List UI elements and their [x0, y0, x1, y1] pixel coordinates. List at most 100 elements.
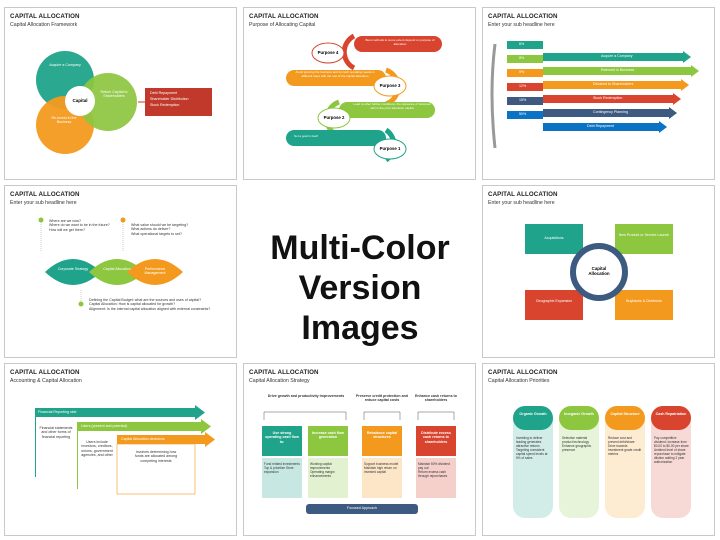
priority-item: Investing to deliver leading generates a…: [516, 436, 543, 448]
slide-title: CAPITAL ALLOCATION: [488, 191, 558, 198]
bullet-item: Support business model: [364, 462, 399, 466]
quad-label: Acquisitions: [544, 236, 564, 240]
center-title-line1: Multi-Color: [270, 229, 450, 267]
priority-item: Enhance geographic presence: [562, 444, 592, 452]
slide-title: CAPITAL ALLOCATION: [488, 13, 558, 20]
pct-label: 50%: [519, 112, 527, 116]
strategy-card: Rebalance capital structures: [366, 431, 398, 440]
quad-label: New Product or Service Launch: [618, 233, 670, 237]
slide-thumbnail-5[interactable]: CAPITAL ALLOCATION Enter your sub headli…: [482, 185, 715, 358]
slide-thumbnail-2[interactable]: CAPITAL ALLOCATION Purpose of Allocating…: [243, 7, 476, 180]
red-box-item: Shareholder Distribution: [150, 96, 189, 101]
leaf-label: Capital Allocation: [103, 267, 131, 271]
bullet-item: Maintain high return on invested capital: [364, 466, 397, 474]
pct-label: 12%: [519, 84, 527, 88]
center-title: Multi-Color Version Images: [243, 228, 477, 348]
slide-title: CAPITAL ALLOCATION: [10, 191, 80, 198]
questions-right: What value should we be targeting? What …: [131, 223, 221, 236]
slide-thumbnail-1[interactable]: CAPITAL ALLOCATION Capital Allocation Fr…: [4, 7, 237, 180]
priorities-columns: [513, 406, 691, 518]
circle-right-label: Return Capital to Shareholders: [100, 90, 128, 99]
question-item: Where are we now?: [49, 219, 81, 223]
slide-subtitle: Capital Allocation Priorities: [488, 378, 550, 384]
strategy-card: Increase cash flow generation: [312, 431, 344, 440]
step-col-text: Involves determining how funds are alloc…: [134, 450, 178, 463]
strategy-card: Use strong operating cash flow to:: [265, 431, 299, 444]
question-item: How will we get there?: [49, 227, 85, 232]
slide-title: CAPITAL ALLOCATION: [10, 369, 80, 376]
priority-item: Pay competitive dividend: increase from …: [654, 436, 689, 448]
question-item: What operational targets to set?: [131, 231, 182, 236]
priority-item: Targeting consistent capital spend level…: [516, 448, 548, 460]
pct-label: 9%: [519, 70, 525, 74]
step-bar-label: Capital Allocation decisions: [121, 437, 165, 441]
purpose-label: Purpose 4: [317, 50, 339, 55]
slide-thumbnail-3[interactable]: CAPITAL ALLOCATION Enter your sub headli…: [482, 7, 715, 180]
step-bar-label: Users (present and potential): [81, 424, 128, 428]
quad-diagram: [525, 224, 673, 320]
bullet-item: Top & prioritize Store expansion: [264, 466, 294, 474]
framework-diagram: [36, 51, 212, 154]
priority-text: Pay competitive dividend: increase from …: [654, 436, 689, 464]
priority-item: Reduce cost and prevent debt/share: [608, 436, 635, 444]
red-box-list: Debt Repayment Shareholder Distribution …: [150, 91, 189, 108]
slide-subtitle: Capital Allocation Framework: [10, 22, 78, 28]
arrow-label: Contingency Planning: [593, 110, 628, 114]
spiral-arrows: [490, 41, 699, 149]
slide-subtitle: Enter your sub headline here: [488, 200, 555, 206]
pct-label: 15%: [519, 98, 527, 102]
slide-title: CAPITAL ALLOCATION: [249, 369, 319, 376]
slide-title: CAPITAL ALLOCATION: [249, 13, 319, 20]
red-box-item: Stock Redemption: [150, 102, 180, 107]
strategy-head: Enhance cash returns to shareholders: [415, 394, 457, 403]
step-col-text: Users include investors, creditors, unio…: [81, 440, 113, 458]
arrow-label: Debt Repayment: [587, 124, 614, 128]
slide-thumbnail-6[interactable]: CAPITAL ALLOCATION Accounting & Capital …: [4, 363, 237, 536]
strategy-bullets: Working capital improvements Operating m…: [310, 462, 346, 478]
circle-top-label: Acquire a Company: [49, 63, 81, 67]
bullet-item: Return excess cash through repurchases: [418, 470, 448, 478]
quad-center-label: Capital Allocation: [588, 266, 610, 277]
slide-subtitle: Accounting & Capital Allocation: [10, 378, 82, 384]
purpose-note: Not a goal in itself: [294, 134, 318, 138]
slide-title: CAPITAL ALLOCATION: [10, 13, 80, 20]
note-item: Alignment: Is the internal capital alloc…: [89, 306, 211, 311]
slide-thumbnail-7[interactable]: CAPITAL ALLOCATION Capital Allocation St…: [243, 363, 476, 536]
accounting-steps: [35, 405, 215, 495]
priority-item: Drive towards investment grade credit me…: [608, 444, 642, 456]
strategy-card: Distribute excess cash returns to shareh…: [421, 431, 451, 444]
circle-left-label: Re-invest in the Business: [51, 116, 77, 125]
slide-thumbnail-8[interactable]: CAPITAL ALLOCATION Capital Allocation Pr…: [482, 363, 715, 536]
priority-text: Selective material product technology En…: [562, 436, 597, 452]
slide-subtitle: Purpose of Allocating Capital: [249, 22, 316, 28]
circle-center-label: Capital: [72, 98, 88, 103]
bullet-item: Fund related investments: [264, 462, 300, 466]
bullet-item: Operating margin enhancements: [310, 470, 335, 478]
center-title-line2: Version Images: [298, 269, 422, 347]
priority-text: Reduce cost and prevent debt/share Drive…: [608, 436, 643, 456]
leaf-label: Corporate Strategy: [57, 267, 89, 271]
step-col-text: Financial statements and other forms of …: [39, 426, 73, 439]
question-item: Where do we want to be in the future?: [49, 223, 110, 228]
priority-item: Ambient level of share repurchase to mit…: [654, 448, 686, 464]
strategy-chart: [262, 411, 456, 514]
question-item: What value should we be targeting?: [131, 223, 189, 227]
purpose-note: Avoid growing the business and its cash …: [295, 70, 375, 78]
purpose-label: Purpose 1: [379, 146, 401, 151]
slide-subtitle: Capital Allocation Strategy: [249, 378, 310, 384]
arrow-label: Stock Redemption: [593, 96, 623, 100]
arrow-label: Acquire a Company: [601, 54, 633, 58]
slide-thumbnail-4[interactable]: CAPITAL ALLOCATION Enter your sub headli…: [4, 185, 237, 358]
bullet-item: Working capital improvements: [310, 462, 332, 470]
red-box-item: Debt Repayment: [150, 91, 177, 95]
strategy-footer: Focused Approach: [347, 506, 377, 510]
slide-subtitle: Enter your sub headline here: [488, 22, 555, 28]
purpose-label: Purpose 3: [379, 83, 401, 88]
strategy-head: Preserve credit protection and reduce ca…: [356, 394, 408, 403]
priority-text: Investing to deliver leading generates a…: [516, 436, 551, 460]
purpose-note: Lead to other further conditions, the re…: [353, 102, 431, 110]
bottom-notes: Defining the Capital Budget: what are th…: [89, 298, 229, 311]
purpose-label: Purpose 2: [323, 115, 345, 120]
purpose-ribbons: [286, 33, 442, 163]
step-bar-label: Financial Reporting side: [38, 410, 77, 414]
